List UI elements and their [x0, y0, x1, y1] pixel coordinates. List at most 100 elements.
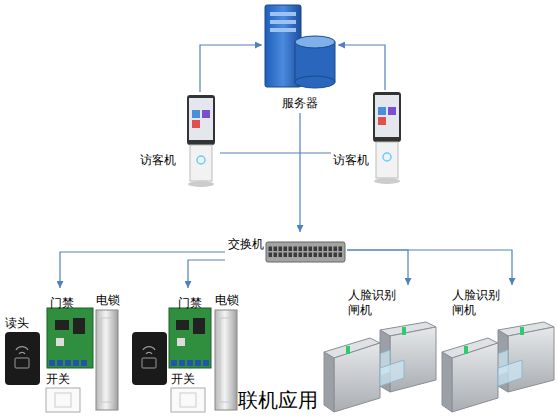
card-reader — [5, 332, 40, 385]
controller-board — [169, 308, 211, 368]
device-node: 门禁 — [168, 288, 212, 372]
visitor-kiosk-part — [378, 117, 386, 125]
controller-board-part — [195, 360, 201, 366]
visitor-kiosk-part — [374, 178, 400, 184]
device-node: 服务器 — [262, 3, 338, 113]
exit-button-part — [180, 393, 196, 407]
visitor-kiosk-part — [192, 110, 200, 118]
controller-board-part — [179, 360, 185, 366]
device-node: 访客机 — [138, 92, 220, 187]
visitor-kiosk-part — [189, 98, 213, 140]
electric-lock — [96, 310, 118, 410]
visitor-kiosk-part — [192, 120, 200, 128]
device-node: 人脸识别 闸机 — [440, 285, 555, 415]
electric-lock — [215, 310, 237, 410]
part-label: 开关 — [46, 372, 70, 387]
network-connector — [220, 152, 331, 153]
node-label: 访客机 — [140, 153, 176, 168]
controller-board-part — [57, 360, 63, 366]
visitor-kiosk-part — [188, 181, 214, 187]
device-node: 访客机 — [331, 90, 405, 187]
visitor-kiosk-part — [373, 92, 401, 142]
controller-board-part — [176, 320, 189, 330]
network-switch-part — [266, 242, 345, 262]
face-gate-part — [452, 343, 498, 412]
electric-lock-part — [101, 318, 113, 402]
part-label: 电锁 — [96, 293, 120, 308]
face-gate — [442, 322, 554, 412]
face-gate-part — [520, 327, 524, 335]
face-gate-part — [402, 327, 406, 335]
card-reader-part — [16, 347, 28, 354]
controller-board-part — [169, 308, 211, 368]
server-icon-part — [295, 36, 335, 48]
network-switch-part — [268, 246, 343, 258]
network-connector — [347, 250, 512, 285]
network-connector — [347, 250, 408, 285]
electric-lock-part — [220, 318, 232, 402]
visitor-kiosk-part — [187, 95, 215, 145]
exit-button — [171, 388, 205, 412]
card-reader-part — [143, 347, 155, 354]
controller-board-part — [47, 308, 93, 368]
card-reader-part — [132, 332, 167, 385]
visitor-kiosk-part — [378, 107, 386, 115]
visitor-kiosk-part — [190, 145, 212, 181]
face-gate-part — [334, 343, 380, 412]
server-icon-part — [270, 20, 296, 24]
node-label: 门禁 — [50, 296, 74, 311]
device-node: 人脸识别 闸机 — [322, 285, 438, 415]
controller-board-part — [203, 360, 209, 366]
electric-lock-part — [96, 310, 118, 410]
controller-board-part — [56, 338, 64, 346]
server-icon-part — [270, 28, 296, 32]
controller-board-part — [73, 360, 79, 366]
exit-button-part — [171, 388, 205, 412]
node-label: 访客机 — [333, 153, 369, 168]
node-label: 人脸识别 闸机 — [348, 288, 400, 318]
part-label: 电锁 — [215, 293, 239, 308]
node-label: 服务器 — [282, 96, 318, 111]
server-icon — [265, 5, 335, 88]
face-gate — [324, 322, 436, 412]
visitor-kiosk-part — [197, 156, 205, 164]
controller-board — [47, 308, 93, 368]
controller-board-part — [81, 360, 87, 366]
card-reader-part — [5, 332, 40, 385]
face-gate-part — [324, 352, 334, 412]
part-label: 开关 — [171, 372, 195, 387]
visitor-kiosk-part — [383, 153, 391, 161]
exit-button — [46, 388, 80, 412]
server-icon-part — [270, 12, 296, 16]
visitor-kiosk-part — [375, 95, 399, 137]
network-connector — [299, 113, 300, 232]
controller-board-part — [171, 360, 177, 366]
face-gate-part — [464, 346, 468, 354]
electric-lock-part — [215, 310, 237, 410]
card-reader-part — [15, 358, 29, 368]
node-label: 人脸识别 闸机 — [452, 288, 504, 318]
controller-board-part — [187, 360, 193, 366]
face-gate-part — [498, 360, 522, 386]
node-label: 交换机 — [228, 237, 264, 252]
diagram-caption: 联机应用 — [238, 388, 318, 413]
node-label: 门禁 — [178, 296, 202, 311]
device-node: 交换机 — [225, 232, 347, 264]
card-reader — [132, 332, 167, 385]
server-icon-part — [295, 76, 335, 88]
face-gate-part — [380, 360, 404, 386]
network-connector — [200, 45, 262, 92]
controller-board-part — [55, 320, 69, 330]
visitor-kiosk-part — [202, 110, 210, 118]
device-node: 门禁 — [45, 288, 95, 372]
network-switch — [266, 242, 345, 262]
visitor-kiosk — [373, 92, 401, 184]
visitor-kiosk-part — [388, 107, 396, 115]
card-reader-part — [142, 358, 156, 368]
visitor-kiosk-part — [376, 142, 398, 178]
network-connector — [188, 260, 225, 288]
controller-board-part — [193, 318, 205, 334]
exit-button-part — [55, 393, 71, 407]
